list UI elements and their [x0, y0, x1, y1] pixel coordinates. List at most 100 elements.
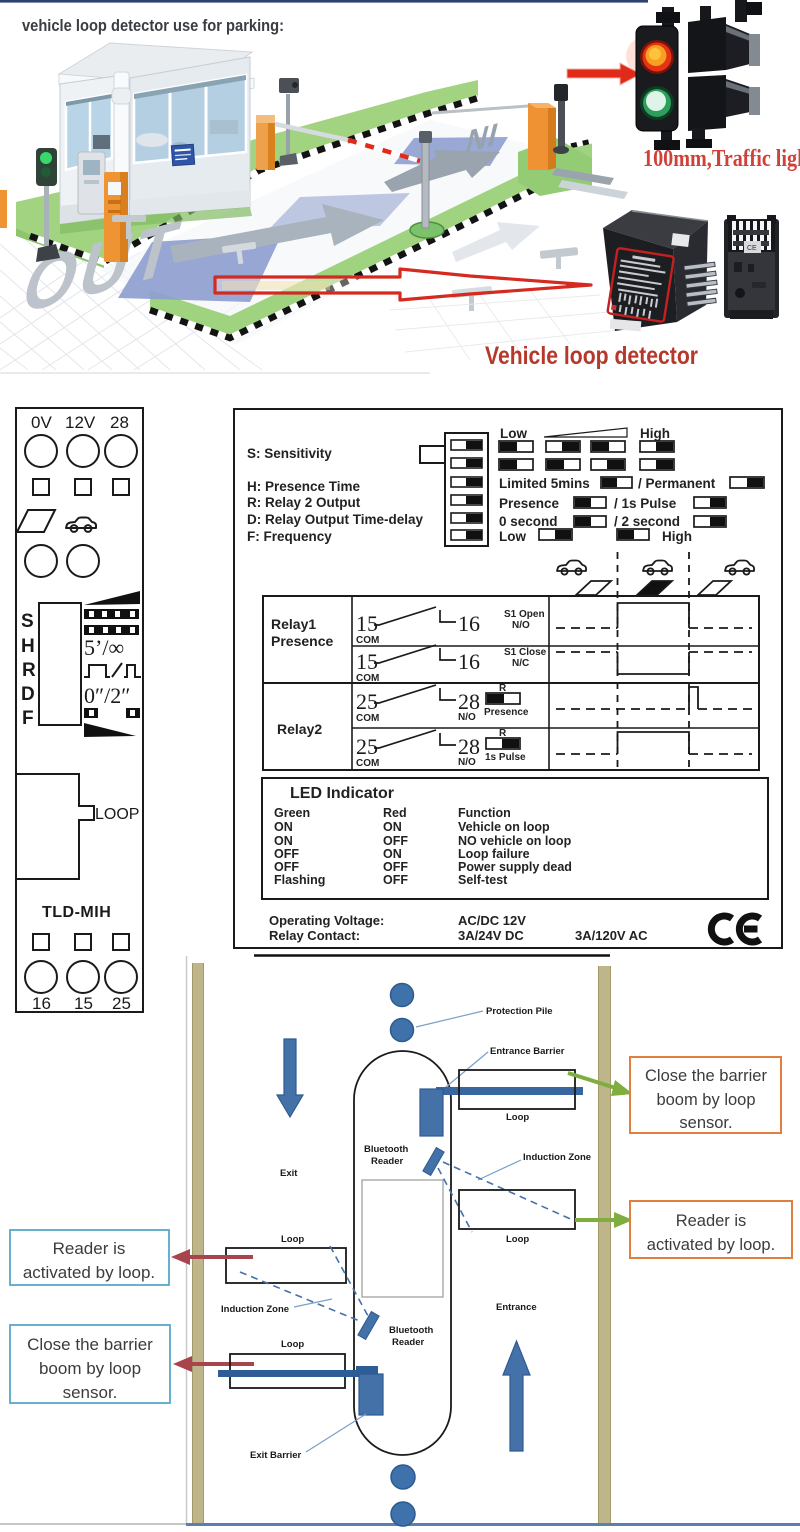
svg-text:16: 16	[458, 649, 480, 674]
svg-text:AC/DC 12V: AC/DC 12V	[458, 913, 526, 928]
svg-text:NO vehicle on loop: NO vehicle on loop	[458, 834, 572, 848]
svg-text:16: 16	[32, 994, 51, 1013]
svg-text:28: 28	[110, 413, 129, 432]
svg-text:25: 25	[356, 734, 378, 759]
svg-text:OFF: OFF	[383, 873, 408, 887]
svg-text:ON: ON	[383, 820, 402, 834]
svg-text:S: S	[21, 611, 34, 632]
svg-text:15: 15	[356, 611, 378, 636]
svg-text:28: 28	[458, 734, 480, 759]
svg-text:Loop: Loop	[281, 1339, 304, 1350]
svg-text:Close the barrier: Close the barrier	[645, 1067, 767, 1085]
svg-text:LOOP: LOOP	[95, 806, 139, 823]
svg-text:COM: COM	[356, 758, 379, 769]
svg-text:Bluetooth: Bluetooth	[364, 1144, 409, 1155]
svg-text:Protection Pile: Protection Pile	[486, 1006, 553, 1017]
svg-text:Function: Function	[458, 806, 511, 820]
svg-text:OFF: OFF	[274, 860, 299, 874]
svg-text:activated by loop.: activated by loop.	[23, 1263, 155, 1282]
svg-text:Induction Zone: Induction Zone	[221, 1304, 289, 1315]
svg-text:H: Presence Time: H: Presence Time	[247, 479, 361, 494]
svg-text:3A/120V AC: 3A/120V AC	[575, 928, 648, 943]
svg-text:Bluetooth: Bluetooth	[389, 1325, 434, 1336]
svg-text:3A/24V DC: 3A/24V DC	[458, 928, 524, 943]
svg-text:R: R	[499, 728, 507, 739]
svg-text:Flashing: Flashing	[274, 873, 325, 887]
svg-text:N/O: N/O	[458, 712, 476, 723]
svg-text:Induction Zone: Induction Zone	[523, 1152, 591, 1163]
svg-text:25: 25	[112, 994, 131, 1013]
svg-text:Green: Green	[274, 806, 310, 820]
svg-text:12V: 12V	[65, 413, 96, 432]
svg-text:Presence: Presence	[484, 707, 529, 718]
svg-text:F: F	[22, 708, 34, 729]
svg-text:Operating Voltage:: Operating Voltage:	[269, 913, 384, 928]
svg-text:CE: CE	[747, 245, 757, 252]
svg-text:Loop: Loop	[506, 1234, 529, 1245]
svg-text:H: H	[21, 636, 35, 657]
svg-text:boom by loop: boom by loop	[39, 1359, 141, 1378]
svg-text:OFF: OFF	[383, 834, 408, 848]
svg-text:TLD-MIH: TLD-MIH	[42, 904, 111, 921]
svg-text:0 second: 0 second	[499, 514, 558, 529]
svg-text:Relay Contact:: Relay Contact:	[269, 928, 360, 943]
svg-text:28: 28	[458, 689, 480, 714]
svg-text:Loop failure: Loop failure	[458, 847, 530, 861]
svg-text:/ 1s Pulse: / 1s Pulse	[614, 496, 677, 511]
svg-text:0V: 0V	[31, 413, 52, 432]
svg-text:25: 25	[356, 689, 378, 714]
svg-text:Reader: Reader	[392, 1337, 425, 1348]
svg-text:boom by loop: boom by loop	[656, 1091, 755, 1109]
svg-text:15: 15	[74, 994, 93, 1013]
svg-text:D: Relay Output Time-delay: D: Relay Output Time-delay	[247, 512, 424, 527]
svg-text:16: 16	[458, 611, 480, 636]
svg-text:F: Frequency: F: Frequency	[247, 529, 332, 544]
svg-text:ON: ON	[274, 820, 293, 834]
svg-text:100mm,Traffic light: 100mm,Traffic light	[643, 146, 800, 172]
svg-text:ON: ON	[274, 834, 293, 848]
svg-text:/ 2 second: / 2 second	[614, 514, 680, 529]
svg-text:0″/2″: 0″/2″	[84, 683, 130, 708]
svg-text:LED Indicator: LED Indicator	[290, 785, 394, 802]
svg-text:N/O: N/O	[512, 620, 530, 631]
svg-text:Red: Red	[383, 806, 407, 820]
svg-text:Loop: Loop	[281, 1234, 304, 1245]
svg-text:OFF: OFF	[274, 847, 299, 861]
svg-text:Exit Barrier: Exit Barrier	[250, 1450, 302, 1461]
svg-text:S1 Close: S1 Close	[504, 647, 547, 658]
svg-text:Relay2: Relay2	[277, 721, 322, 737]
svg-text:S: Sensitivity: S: Sensitivity	[247, 446, 332, 461]
svg-text:Entrance: Entrance	[496, 1302, 537, 1313]
svg-text:R: R	[22, 660, 36, 681]
svg-text:sensor.: sensor.	[63, 1383, 118, 1402]
svg-text:COM: COM	[356, 673, 379, 684]
svg-text:Self-test: Self-test	[458, 873, 508, 887]
svg-text:Relay1: Relay1	[271, 616, 316, 632]
svg-text:Low: Low	[500, 426, 527, 441]
svg-text:OFF: OFF	[383, 860, 408, 874]
svg-text:Reader: Reader	[371, 1156, 404, 1167]
svg-text:Reader is: Reader is	[53, 1239, 126, 1258]
svg-text:sensor.: sensor.	[679, 1114, 732, 1132]
svg-text:1s Pulse: 1s Pulse	[485, 752, 526, 763]
svg-text:D: D	[21, 684, 35, 705]
svg-text:5’/∞: 5’/∞	[84, 635, 124, 660]
svg-text:High: High	[662, 529, 692, 544]
svg-text:R: R	[499, 683, 507, 694]
svg-text:Vehicle loop detector: Vehicle loop detector	[485, 342, 698, 370]
svg-text:S1 Open: S1 Open	[504, 609, 545, 620]
svg-text:Power supply dead: Power supply dead	[458, 860, 572, 874]
svg-text:Exit: Exit	[280, 1168, 298, 1179]
svg-text:Reader is: Reader is	[676, 1212, 747, 1230]
svg-text:Close the barrier: Close the barrier	[27, 1335, 153, 1354]
svg-text:ON: ON	[383, 847, 402, 861]
svg-text:N/C: N/C	[512, 658, 529, 669]
svg-text:activated by loop.: activated by loop.	[647, 1236, 775, 1254]
svg-text:High: High	[640, 426, 670, 441]
svg-text:COM: COM	[356, 713, 379, 724]
svg-text:Limited 5mins: Limited 5mins	[499, 476, 590, 491]
svg-text:N/O: N/O	[458, 757, 476, 768]
svg-text:15: 15	[356, 649, 378, 674]
svg-text:Low: Low	[499, 529, 526, 544]
svg-text:Presence: Presence	[271, 633, 333, 649]
